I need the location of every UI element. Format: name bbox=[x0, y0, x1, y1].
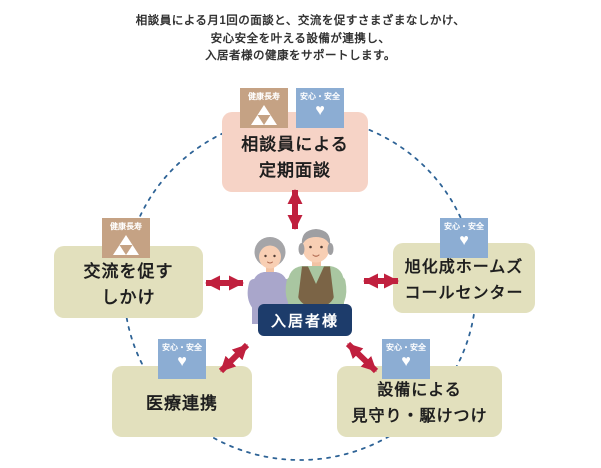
longevity-badge: 健康長寿 bbox=[102, 218, 150, 258]
badge-label: 安心・安全 bbox=[444, 222, 484, 231]
node-text-line: 医療連携 bbox=[146, 393, 218, 413]
triple-triangle-icon bbox=[113, 235, 139, 255]
badge-label: 安心・安全 bbox=[386, 343, 426, 352]
node-text-line: 旭化成ホームズ bbox=[404, 259, 524, 276]
node-text-line: しかけ bbox=[101, 288, 156, 307]
safety-badge: 安心・安全 ♥ bbox=[382, 339, 430, 379]
heart-icon: ♥ bbox=[315, 102, 325, 119]
longevity-badge: 健康長寿 bbox=[240, 88, 288, 128]
badge-label: 安心・安全 bbox=[162, 343, 202, 352]
triple-triangle-icon bbox=[251, 105, 277, 125]
resident-label: 入居者様 bbox=[258, 304, 352, 336]
node-text-line: 設備による bbox=[377, 381, 462, 399]
heart-icon: ♥ bbox=[459, 232, 469, 249]
safety-badge: 安心・安全 ♥ bbox=[440, 218, 488, 258]
heart-icon: ♥ bbox=[401, 353, 411, 370]
heart-icon: ♥ bbox=[177, 353, 187, 370]
badge-label: 安心・安全 bbox=[300, 92, 340, 101]
node-text-line: 定期面談 bbox=[259, 161, 331, 180]
node-text-line: 見守り・駆けつけ bbox=[351, 407, 488, 425]
node-text-line: コールセンター bbox=[404, 285, 524, 302]
caption-line-3: 入居者様の健康をサポートします。 bbox=[205, 50, 396, 62]
safety-badge: 安心・安全 ♥ bbox=[158, 339, 206, 379]
node-text-line: 相談員による bbox=[241, 135, 349, 154]
node-text-line: 交流を促す bbox=[83, 262, 174, 281]
safety-badge: 安心・安全 ♥ bbox=[296, 88, 344, 128]
badge-label: 健康長寿 bbox=[248, 92, 280, 101]
badge-label: 健康長寿 bbox=[110, 222, 142, 231]
caption-line-1: 相談員による月1回の面談と、交流を促すさまざまなしかけ、 bbox=[135, 15, 466, 27]
caption-line-2: 安心安全を叶える設備が連携し、 bbox=[210, 32, 391, 45]
diagram-caption: 相談員による月1回の面談と、交流を促すさまざまなしかけ、 安心安全を叶える設備が… bbox=[0, 13, 601, 66]
